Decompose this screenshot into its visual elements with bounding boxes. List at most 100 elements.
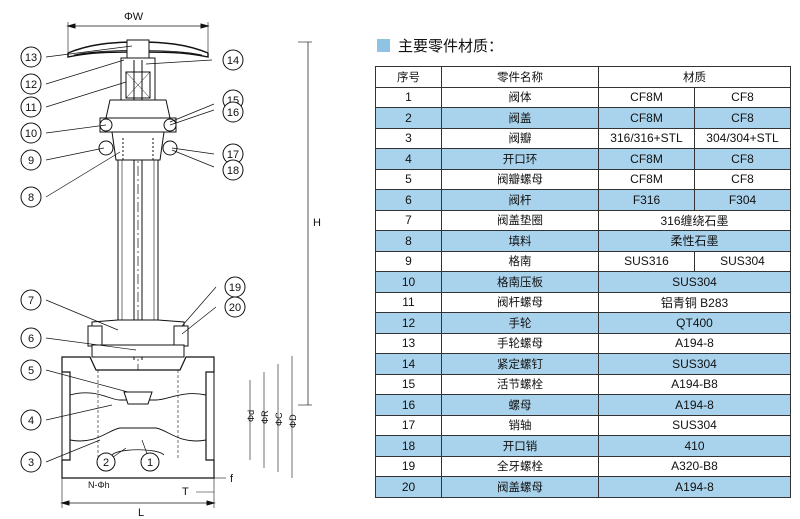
svg-text:1: 1 — [147, 457, 153, 469]
table-row: 3 阀瓣 316/316+STL 304/304+STL — [375, 127, 791, 149]
table-row: 6 阀杆 F316 F304 — [375, 189, 791, 211]
row-part-name: 销轴 — [441, 414, 599, 436]
row-material: SUS304 — [598, 414, 791, 436]
callout-9: 9 — [20, 149, 42, 171]
row-part-name: 阀杆 — [441, 189, 599, 211]
row-no: 5 — [375, 168, 442, 190]
row-part-name: 格南 — [441, 250, 599, 272]
row-part-name: 阀瓣 — [441, 127, 599, 149]
header-part-name: 零件名称 — [441, 66, 599, 88]
row-material-2: CF8 — [694, 168, 791, 190]
svg-text:19: 19 — [229, 282, 241, 294]
row-part-name: 手轮螺母 — [441, 332, 599, 354]
row-no: 15 — [375, 373, 442, 395]
svg-text:3: 3 — [28, 457, 34, 469]
materials-title-row: 主要零件材质： — [377, 33, 503, 57]
row-material: A320-B8 — [598, 455, 791, 477]
row-no: 20 — [375, 476, 442, 498]
row-no: 11 — [375, 291, 442, 313]
callout-18: 18 — [222, 159, 244, 181]
row-part-name: 活节螺栓 — [441, 373, 599, 395]
dim-l: L — [138, 507, 144, 519]
row-material: 410 — [598, 435, 791, 457]
row-no: 7 — [375, 209, 442, 231]
table-row: 11 阀杆螺母 铝青铜 B283 — [375, 291, 791, 313]
callout-8: 8 — [20, 186, 42, 208]
row-part-name: 全牙螺栓 — [441, 455, 599, 477]
row-no: 10 — [375, 271, 442, 293]
row-no: 3 — [375, 127, 442, 149]
row-material-1: CF8M — [598, 86, 695, 108]
row-part-name: 阀杆螺母 — [441, 291, 599, 313]
table-row: 12 手轮 QT400 — [375, 312, 791, 334]
row-no: 12 — [375, 312, 442, 334]
svg-text:7: 7 — [28, 295, 34, 307]
row-material-1: 316/316+STL — [598, 127, 695, 149]
table-row: 2 阀盖 CF8M CF8 — [375, 107, 791, 129]
dim-phi-r: ΦR — [260, 410, 270, 424]
row-part-name: 阀瓣螺母 — [441, 168, 599, 190]
callout-5: 5 — [20, 359, 42, 381]
dim-phi-d-big: ΦD — [288, 414, 298, 428]
row-part-name: 开口销 — [441, 435, 599, 457]
row-no: 18 — [375, 435, 442, 457]
table-row: 20 阀盖螺母 A194-8 — [375, 476, 791, 498]
row-no: 14 — [375, 353, 442, 375]
table-row: 18 开口销 410 — [375, 435, 791, 457]
row-material: 316缠绕石墨 — [598, 209, 791, 231]
callout-13: 13 — [20, 46, 42, 68]
svg-text:18: 18 — [227, 165, 239, 177]
table-row: 16 螺母 A194-8 — [375, 394, 791, 416]
row-part-name: 填料 — [441, 230, 599, 252]
row-material: SUS304 — [598, 271, 791, 293]
table-row: 1 阀体 CF8M CF8 — [375, 86, 791, 108]
svg-text:10: 10 — [25, 128, 37, 140]
svg-text:2: 2 — [103, 457, 109, 469]
row-material-1: F316 — [598, 189, 695, 211]
dim-t: T — [182, 486, 189, 498]
valve-drawing: ΦW H ΦD ΦC ΦR Φd L T f N-Φh 13 12 — [20, 11, 321, 519]
row-material: QT400 — [598, 312, 791, 334]
table-row: 15 活节螺栓 A194-B8 — [375, 373, 791, 395]
dim-phi-c: ΦC — [274, 412, 284, 426]
row-no: 17 — [375, 414, 442, 436]
row-no: 9 — [375, 250, 442, 272]
row-no: 19 — [375, 455, 442, 477]
row-material: 柔性石墨 — [598, 230, 791, 252]
callout-1: 1 — [140, 452, 160, 472]
row-part-name: 阀盖 — [441, 107, 599, 129]
row-no: 4 — [375, 148, 442, 170]
row-material-1: CF8M — [598, 148, 695, 170]
callout-17: 17 — [222, 143, 244, 165]
row-material: 铝青铜 B283 — [598, 291, 791, 313]
dim-n-phi-h: N-Φh — [88, 480, 110, 490]
callout-14: 14 — [222, 49, 244, 71]
row-no: 6 — [375, 189, 442, 211]
svg-text:5: 5 — [28, 365, 34, 377]
row-material: A194-B8 — [598, 373, 791, 395]
row-material: A194-8 — [598, 332, 791, 354]
svg-text:14: 14 — [227, 55, 239, 67]
callout-6: 6 — [20, 327, 42, 349]
svg-text:17: 17 — [227, 149, 239, 161]
materials-table: 序号 零件名称 材质 1 阀体 CF8M CF8 2 阀盖 CF8M CF8 3… — [375, 66, 791, 498]
row-material-2: CF8 — [694, 86, 791, 108]
callout-2: 2 — [96, 452, 116, 472]
row-part-name: 紧定螺钉 — [441, 353, 599, 375]
svg-text:8: 8 — [28, 192, 34, 204]
table-row: 8 填料 柔性石墨 — [375, 230, 791, 252]
dim-f: f — [230, 473, 234, 485]
row-part-name: 手轮 — [441, 312, 599, 334]
row-no: 8 — [375, 230, 442, 252]
callout-10: 10 — [20, 122, 42, 144]
svg-text:12: 12 — [25, 79, 37, 91]
row-part-name: 螺母 — [441, 394, 599, 416]
row-material-2: CF8 — [694, 148, 791, 170]
row-part-name: 阀盖螺母 — [441, 476, 599, 498]
row-material-2: 304/304+STL — [694, 127, 791, 149]
row-no: 1 — [375, 86, 442, 108]
svg-text:11: 11 — [25, 102, 36, 114]
row-part-name: 阀体 — [441, 86, 599, 108]
row-no: 13 — [375, 332, 442, 354]
row-part-name: 开口环 — [441, 148, 599, 170]
